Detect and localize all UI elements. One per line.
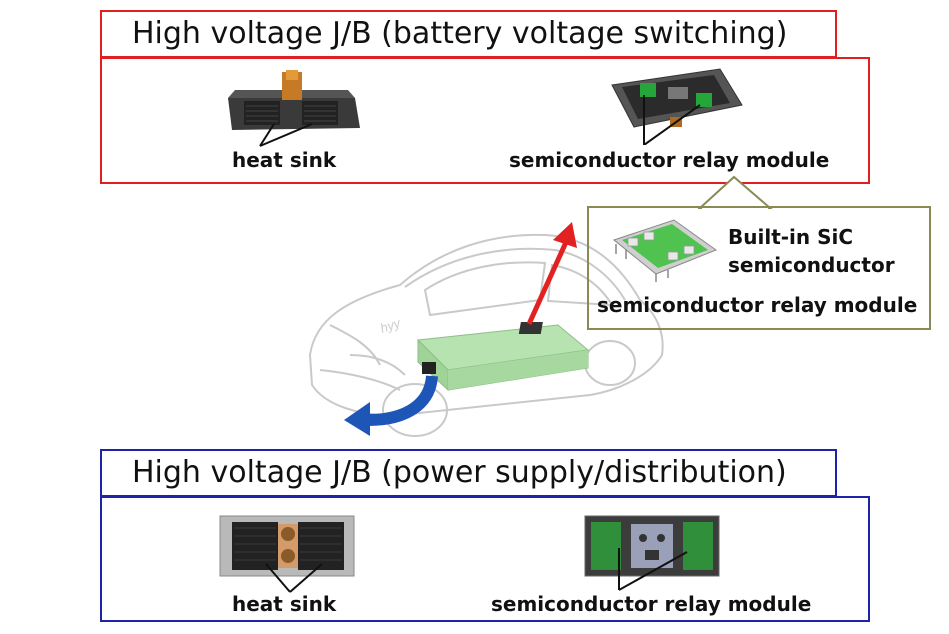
battery-jb-top bbox=[518, 322, 543, 334]
front-wheel bbox=[382, 383, 448, 437]
top-title: High voltage J/B (battery voltage switch… bbox=[132, 16, 788, 51]
bottom-heat-sink-label: heat sink bbox=[232, 592, 337, 616]
battery-pack bbox=[416, 322, 590, 392]
top-panel bbox=[100, 57, 870, 184]
blue-arrow bbox=[344, 375, 438, 436]
car-badge: hyy bbox=[378, 315, 403, 336]
bottom-title-box: High voltage J/B (power supply/distribut… bbox=[100, 449, 837, 497]
callout-pointer bbox=[697, 175, 773, 210]
top-relay-module-image bbox=[611, 68, 743, 145]
bottom-heat-sink-image bbox=[219, 515, 355, 593]
car-window bbox=[423, 261, 547, 317]
top-title-box: High voltage J/B (battery voltage switch… bbox=[100, 10, 837, 58]
red-arrow bbox=[526, 222, 577, 326]
top-heat-sink-image bbox=[228, 70, 360, 147]
callout-built-in-line2: semiconductor bbox=[728, 253, 895, 277]
callout-box bbox=[587, 206, 931, 330]
callout-built-in-line1: Built-in SiC bbox=[728, 225, 854, 249]
car-roof-line bbox=[404, 247, 626, 301]
car-window-rear bbox=[546, 263, 614, 307]
callout-module-label: semiconductor relay module bbox=[597, 293, 918, 317]
bottom-relay-label: semiconductor relay module bbox=[491, 592, 812, 616]
bottom-title: High voltage J/B (power supply/distribut… bbox=[132, 455, 787, 490]
top-relay-label: semiconductor relay module bbox=[509, 148, 830, 172]
top-heat-sink-label: heat sink bbox=[232, 148, 337, 172]
bottom-relay-module-image bbox=[584, 515, 720, 591]
battery-jb-front bbox=[422, 362, 436, 374]
sic-module-image bbox=[612, 219, 718, 282]
